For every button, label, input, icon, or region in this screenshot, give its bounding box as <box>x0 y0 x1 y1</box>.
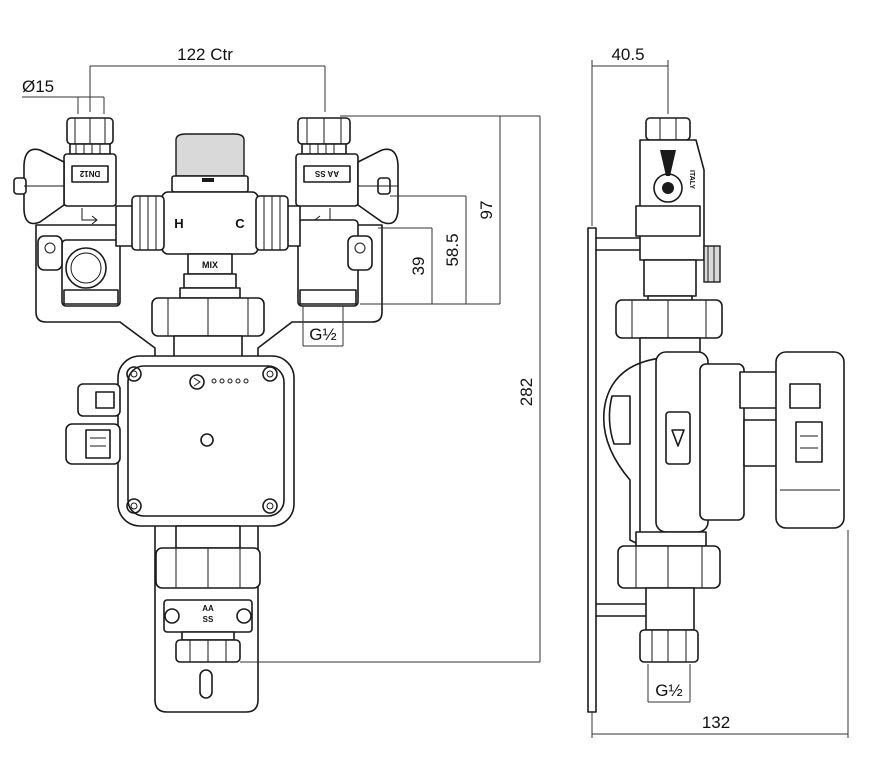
hot-port-label: H <box>174 216 183 231</box>
right-valve-marking: AA SS <box>314 169 339 178</box>
thermostatic-mixing-valve: H C MIX <box>131 133 289 289</box>
side-pump <box>602 337 845 546</box>
dim-diameter-15: Ø15 <box>22 77 54 96</box>
front-view: DN12 AA SS <box>13 117 399 713</box>
front-backing-plate <box>35 224 383 713</box>
lower-union-and-valve: AA SS <box>155 525 261 663</box>
right-isolating-valve: AA SS <box>295 117 399 307</box>
bottom-valve-marking-line2: SS <box>203 615 214 624</box>
front-dimensions: 122 Ctr Ø15 39 58.5 97 282 G½ <box>22 45 541 663</box>
dim-thread-front: G½ <box>309 325 336 344</box>
bottom-valve-marking-line1: AA <box>202 604 214 613</box>
dim-40-5: 40.5 <box>611 45 644 64</box>
dim-132: 132 <box>702 713 730 732</box>
side-view: ITALY <box>587 117 845 713</box>
side-backing-plate <box>587 227 597 713</box>
mounting-slot <box>199 669 213 699</box>
circulating-pump <box>65 355 295 527</box>
upper-union-nut <box>151 287 265 359</box>
dim-39: 39 <box>409 257 428 276</box>
dim-97: 97 <box>477 201 496 220</box>
dim-282: 282 <box>517 378 536 406</box>
left-valve-marking: DN12 <box>79 169 100 178</box>
side-dimensions: 40.5 G½ 132 <box>591 45 849 738</box>
side-stamp: ITALY <box>688 170 695 189</box>
cold-port-label: C <box>235 216 245 231</box>
mix-port-label: MIX <box>202 260 218 270</box>
left-isolating-valve: DN12 <box>13 117 121 307</box>
dim-122-ctr: 122 Ctr <box>177 45 233 64</box>
side-isolating-valve: ITALY <box>635 117 721 305</box>
dim-thread-side: G½ <box>655 681 682 700</box>
dim-58-5: 58.5 <box>443 233 462 266</box>
